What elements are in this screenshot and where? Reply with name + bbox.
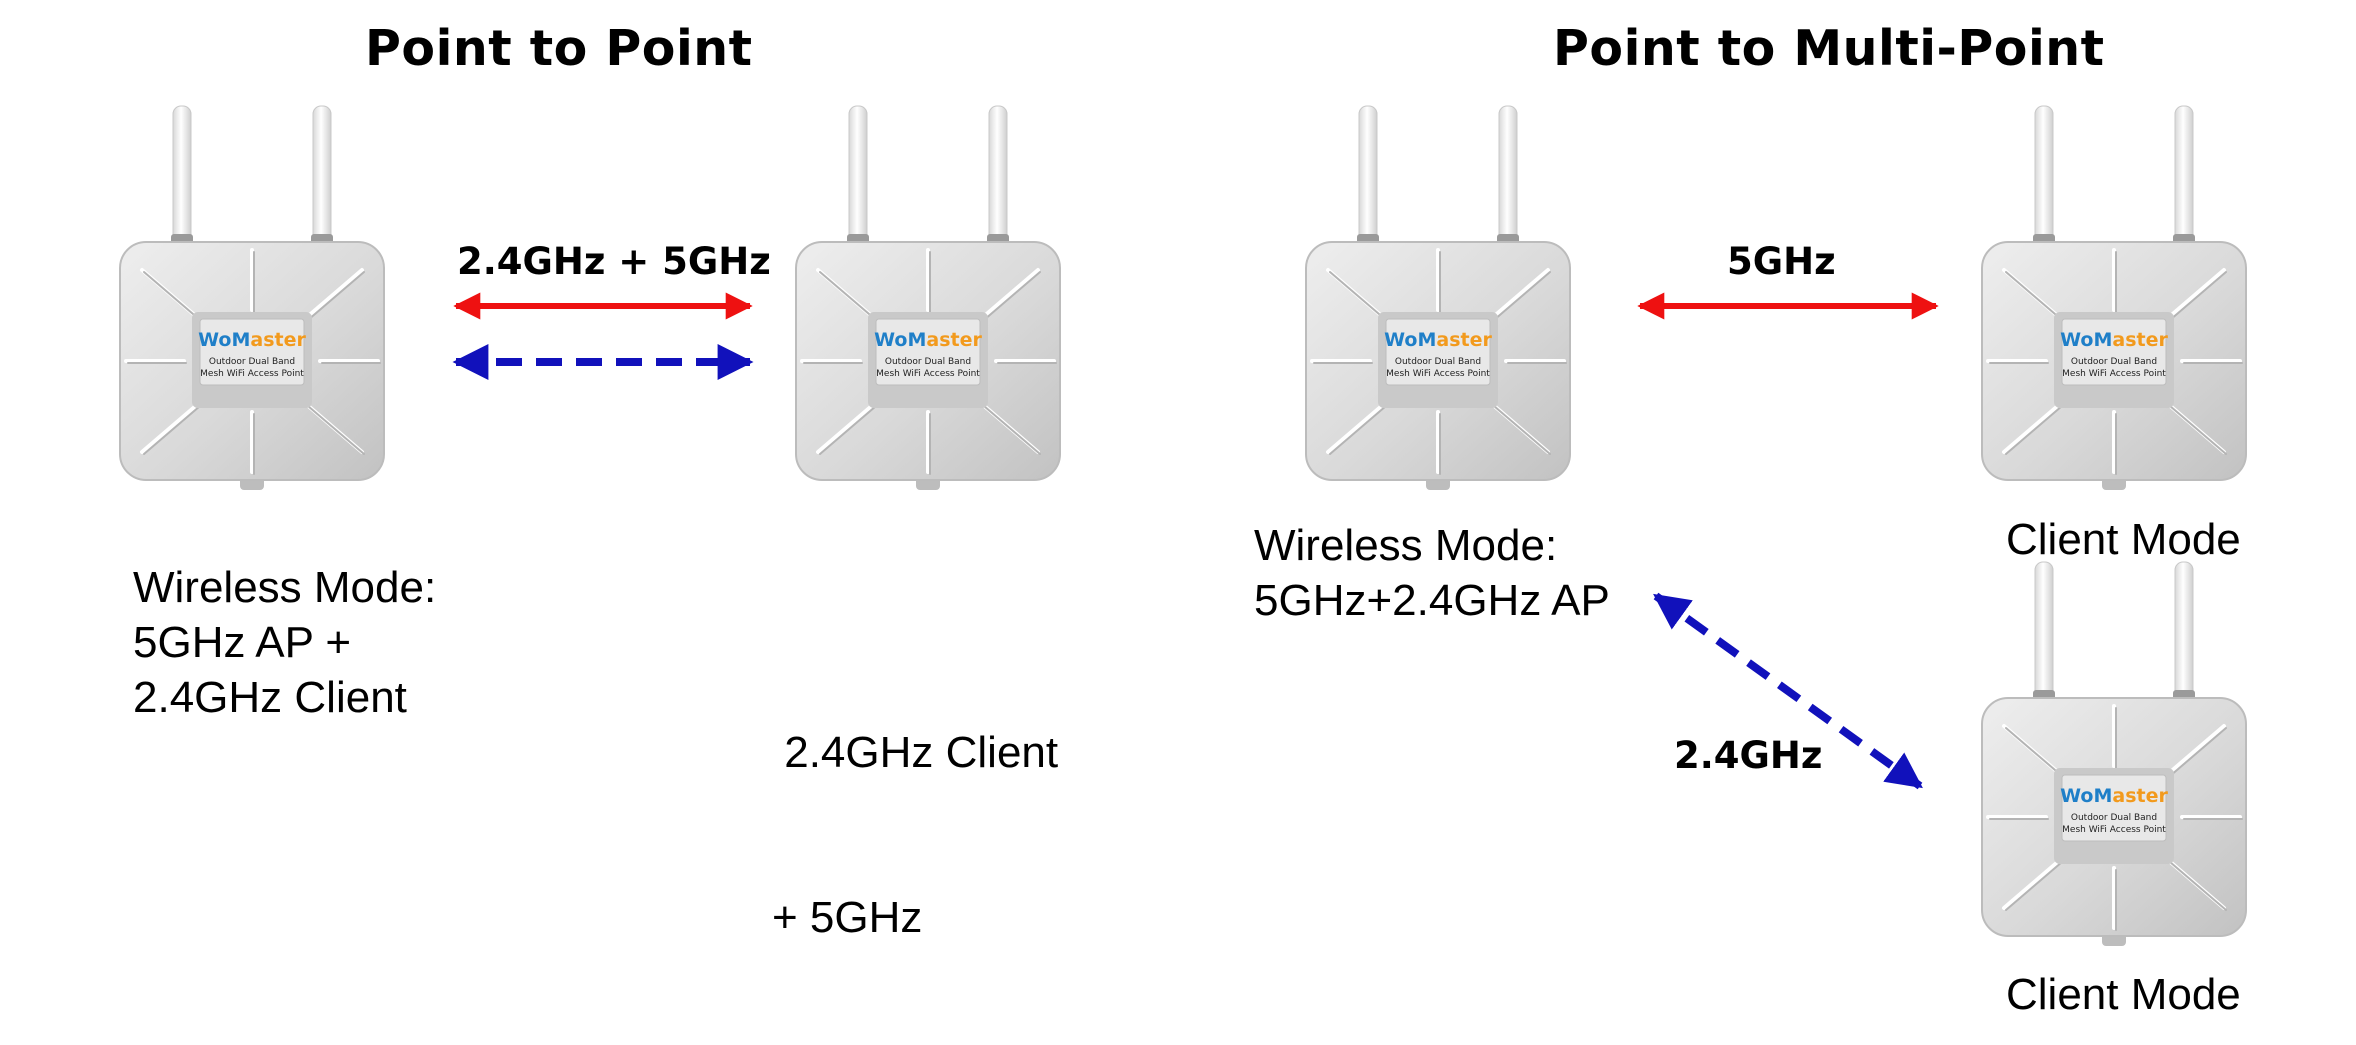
- device-caption-line1: Outdoor Dual Band: [209, 357, 295, 367]
- title-point-to-point: Point to Point: [365, 20, 753, 77]
- title-point-to-multipoint: Point to Multi-Point: [1553, 20, 2105, 77]
- brand-logo-text: WoMaster: [874, 329, 982, 351]
- center-device-mode: Wireless Mode: 5GHz+2.4GHz AP: [1254, 518, 1610, 628]
- left-mode-line: 2.4GHz Client: [133, 673, 407, 722]
- client-mode-label-bottom: Client Mode: [2006, 970, 2241, 1019]
- left-device-mode: Wireless Mode: 5GHz AP + 2.4GHz Client: [133, 560, 436, 725]
- device-caption-line2: Mesh WiFi Access Point: [200, 369, 304, 379]
- device-caption-line2: Mesh WiFi Access Point: [2062, 369, 2166, 379]
- device-caption-line2: Mesh WiFi Access Point: [876, 369, 980, 379]
- brand-logo-text: WoMaster: [198, 329, 306, 351]
- device-caption-line1: Outdoor Dual Band: [1395, 357, 1481, 367]
- device-caption-line2: Mesh WiFi Access Point: [2062, 825, 2166, 835]
- device-caption-line1: Outdoor Dual Band: [2071, 357, 2157, 367]
- client-mode-label-top: Client Mode: [2006, 515, 2241, 564]
- center-mode-line: Wireless Mode:: [1254, 521, 1558, 570]
- right-mode-line: 2.4GHz Client: [772, 728, 1059, 777]
- device-caption-line2: Mesh WiFi Access Point: [1386, 369, 1490, 379]
- device-caption-line1: Outdoor Dual Band: [885, 357, 971, 367]
- left-mode-line: 5GHz AP +: [133, 618, 352, 667]
- p2p-band-label: 2.4GHz + 5GHz: [457, 240, 771, 283]
- right-mode-line: + 5GHz: [772, 893, 923, 942]
- right-device-mode: 2.4GHz Client + 5GHz: [772, 615, 1058, 1000]
- p2mp-5ghz-label: 5GHz: [1727, 240, 1836, 283]
- center-mode-line: 5GHz+2.4GHz AP: [1254, 576, 1610, 625]
- device-caption-line1: Outdoor Dual Band: [2071, 813, 2157, 823]
- brand-logo-text: WoMaster: [2060, 785, 2168, 807]
- brand-logo-text: WoMaster: [2060, 329, 2168, 351]
- brand-logo-text: WoMaster: [1384, 329, 1492, 351]
- p2mp-24ghz-arrow: [1653, 592, 1923, 790]
- left-mode-line: Wireless Mode:: [133, 563, 437, 612]
